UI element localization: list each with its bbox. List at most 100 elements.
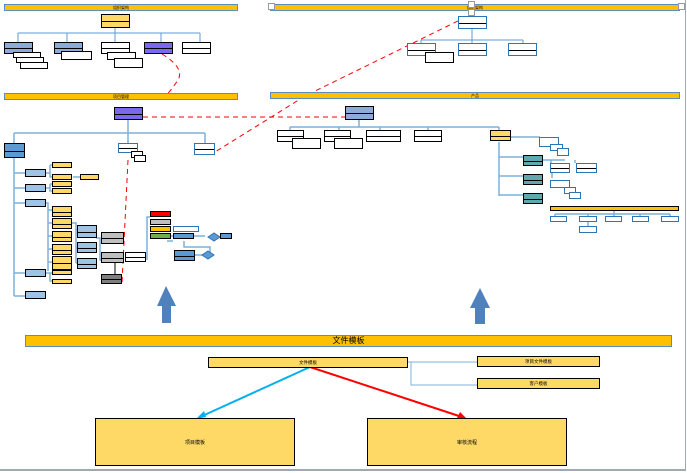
org-connectors-mid-right — [289, 120, 671, 228]
leaf-node — [52, 206, 72, 217]
leaf-node — [52, 256, 72, 270]
section-header-top-right[interactable]: 组织架构 — [270, 4, 680, 11]
document-shape — [569, 192, 581, 199]
resize-handle-mid[interactable] — [468, 9, 475, 16]
leaf-node — [52, 188, 72, 194]
up-arrows — [157, 286, 490, 324]
detail-node — [77, 258, 97, 269]
arrow-to-bottom-right — [309, 366, 463, 418]
process-node-dark — [101, 274, 122, 284]
resize-handle-left[interactable] — [268, 3, 275, 10]
leaf-node — [579, 226, 597, 233]
org-root-box-right — [458, 16, 487, 29]
detail-node — [77, 242, 97, 253]
project-node — [4, 143, 25, 158]
leaf-node — [80, 174, 99, 180]
leaf-node — [579, 216, 597, 222]
product-node — [366, 130, 401, 142]
leaf-node — [550, 216, 567, 222]
template-connectors — [408, 361, 478, 386]
document-shape — [425, 52, 454, 63]
sub-node — [25, 184, 46, 192]
sub-node — [25, 291, 46, 299]
org-node — [182, 42, 211, 54]
process-node — [125, 252, 146, 262]
status-gray — [150, 219, 171, 225]
module-node — [523, 155, 543, 166]
org-connectors-mid-left — [13, 120, 211, 297]
resize-handle-top[interactable] — [468, 1, 475, 8]
leaf-node — [52, 244, 72, 255]
template-review-box[interactable]: 审核流程 — [367, 418, 567, 466]
template-project-file-box[interactable]: 项目文件模板 — [477, 356, 600, 367]
sub-node — [25, 199, 46, 207]
document-node — [539, 137, 559, 147]
leaf-node — [632, 216, 649, 222]
leaf-node — [52, 162, 72, 168]
product-node-highlighted — [490, 130, 511, 141]
decision-diamond-2 — [201, 250, 215, 260]
product-root-box — [345, 106, 374, 120]
sub-node — [25, 269, 46, 277]
document-shape — [334, 138, 363, 149]
arrow-to-bottom-left — [199, 366, 311, 418]
template-header: 文件模板 — [25, 335, 672, 347]
sub-header-bar — [550, 206, 679, 211]
product-node — [414, 130, 442, 142]
leaf-node — [52, 279, 72, 284]
status-red — [150, 211, 171, 217]
up-arrow-left — [157, 286, 176, 323]
section-header-mid-left: 项目管理 — [4, 93, 238, 100]
sub-node — [25, 169, 46, 177]
document-shape — [114, 58, 143, 68]
template-project-box[interactable]: 项目模板 — [95, 418, 295, 466]
project-node — [118, 143, 138, 153]
leaf-node — [52, 231, 72, 242]
document-node — [550, 180, 570, 188]
section-header-top-left: 组织架构 — [4, 4, 238, 11]
module-sub — [550, 163, 570, 173]
module-sub — [576, 163, 597, 173]
status-note — [173, 226, 199, 232]
leaf-node — [605, 216, 622, 222]
process-node — [101, 232, 124, 244]
document-shape — [61, 51, 92, 60]
project-root-box — [114, 107, 143, 120]
template-main-box[interactable]: 文件模板 — [208, 357, 408, 368]
org-connectors-top-left — [17, 27, 201, 42]
leaf-node — [661, 216, 679, 222]
process-node — [101, 252, 124, 263]
status-green — [150, 233, 171, 239]
flow-node — [220, 233, 232, 239]
leaf-node — [52, 174, 72, 180]
flow-node — [173, 233, 194, 239]
module-node — [523, 174, 543, 185]
leaf-node — [52, 270, 72, 275]
org-connectors-top-right — [420, 28, 524, 44]
org-root-box — [101, 14, 130, 28]
up-arrow-right — [470, 288, 490, 324]
decision-diamond-1 — [207, 232, 221, 242]
document-shape — [550, 144, 563, 151]
project-node — [194, 143, 215, 155]
leaf-node — [52, 181, 72, 187]
status-yellow — [150, 226, 171, 232]
flow-node — [174, 250, 195, 261]
document-shape — [20, 62, 48, 69]
detail-node — [77, 225, 97, 238]
document-shape — [557, 148, 569, 156]
arrow-head-blue — [196, 411, 206, 419]
org-node-highlighted — [144, 42, 173, 54]
arrow-head-red — [457, 412, 467, 419]
template-customer-box[interactable]: 客户模板 — [477, 378, 600, 389]
org-node — [458, 43, 487, 56]
section-header-mid-right: 产品 — [270, 92, 680, 99]
resize-handle-right[interactable] — [678, 3, 685, 10]
document-shape — [134, 155, 146, 162]
dashed-links — [121, 16, 467, 284]
leaf-node — [52, 218, 72, 229]
org-node — [508, 43, 537, 56]
module-node — [523, 193, 543, 204]
document-shape — [292, 138, 321, 149]
